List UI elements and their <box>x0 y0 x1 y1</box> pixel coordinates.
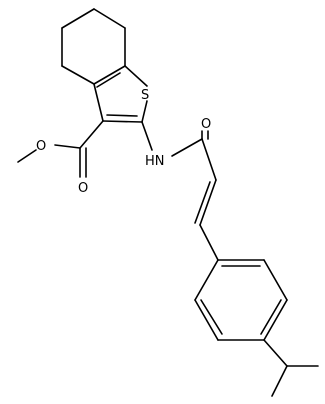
benzene-ring <box>194 259 288 341</box>
thiophene-ring <box>93 65 148 123</box>
sulfur-atom-label: S <box>141 88 149 103</box>
amide-nitrogen-label: HN <box>145 154 165 169</box>
ester-carbonyl-oxygen-label: O <box>78 181 88 196</box>
methyl-ester-group <box>17 120 104 178</box>
cinnamamide-chain <box>141 121 219 261</box>
amide-carbonyl-oxygen-label: O <box>201 117 211 132</box>
isopropyl-group <box>263 339 319 397</box>
ester-ether-oxygen-label: O <box>36 139 46 154</box>
cyclohexane-ring <box>61 8 126 85</box>
